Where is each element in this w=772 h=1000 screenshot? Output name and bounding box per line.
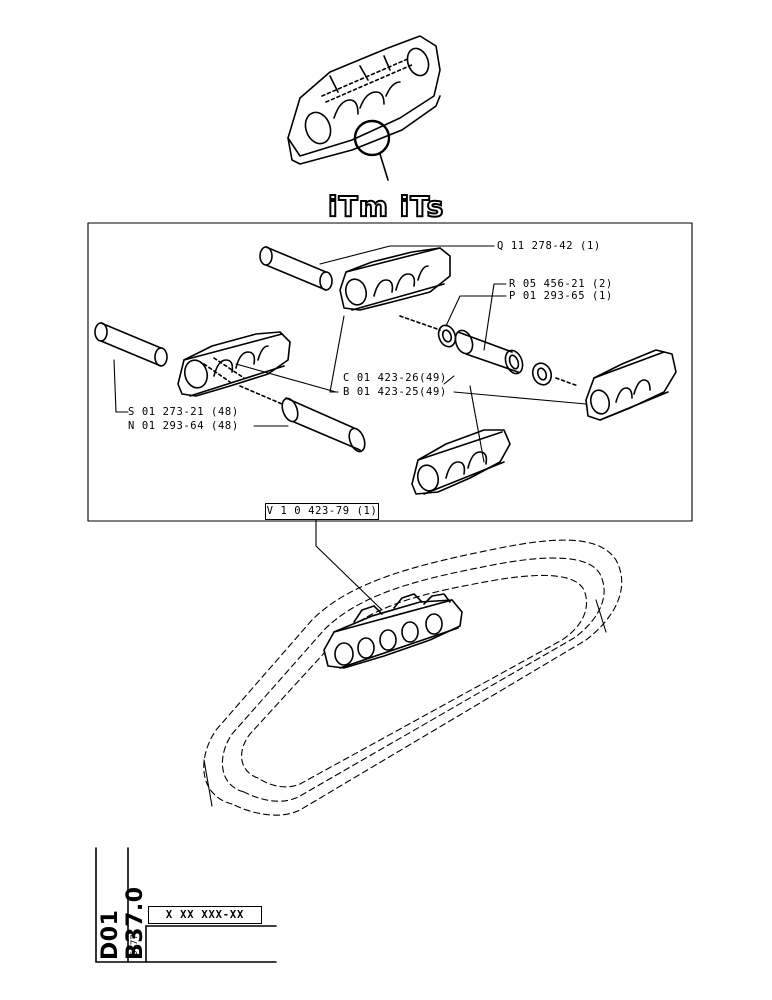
seal-r-left-illustration [437, 324, 457, 348]
assembly-ref-box: V 1 0 423-79 (1) [265, 503, 379, 520]
seal-r-right-illustration [399, 315, 579, 387]
doc-date-text: 6-77 [130, 934, 140, 956]
brand-logo: iTm iTs [327, 189, 445, 224]
assembled-chain-section-illustration [323, 593, 463, 669]
pin-s-illustration [94, 322, 168, 367]
doc-date: 6-77 [130, 926, 144, 956]
serial-number-box: X XX XXX-XX [148, 906, 262, 924]
part-label-c: C 01 423-26(49) [343, 372, 447, 384]
link-c-bottom-illustration [411, 429, 511, 495]
top-link-assembly-illustration [287, 35, 441, 181]
link-left-illustration [177, 331, 291, 397]
title-block-frame [95, 847, 277, 963]
part-label-p: P 01 293-65 (1) [509, 290, 613, 302]
part-label-s: S 01 273-21 (48) [128, 406, 239, 418]
link-c-right-illustration [585, 349, 677, 421]
part-label-q: Q 11 278-42 (1) [497, 240, 601, 252]
leader-lines [113, 245, 587, 611]
link-b-illustration [339, 247, 451, 311]
track-chain-loop-illustration [203, 539, 623, 816]
pin-q-illustration [259, 246, 333, 291]
part-label-b: B 01 423-25(49) [343, 386, 447, 398]
part-label-n: N 01 293-64 (48) [128, 420, 239, 432]
detail-magnifier-circle [353, 119, 391, 157]
bushing-n-illustration [239, 385, 366, 453]
detail-frame [87, 222, 693, 522]
part-label-r: R 05 456-21 (2) [509, 278, 613, 290]
bushing-p-illustration [454, 329, 524, 375]
